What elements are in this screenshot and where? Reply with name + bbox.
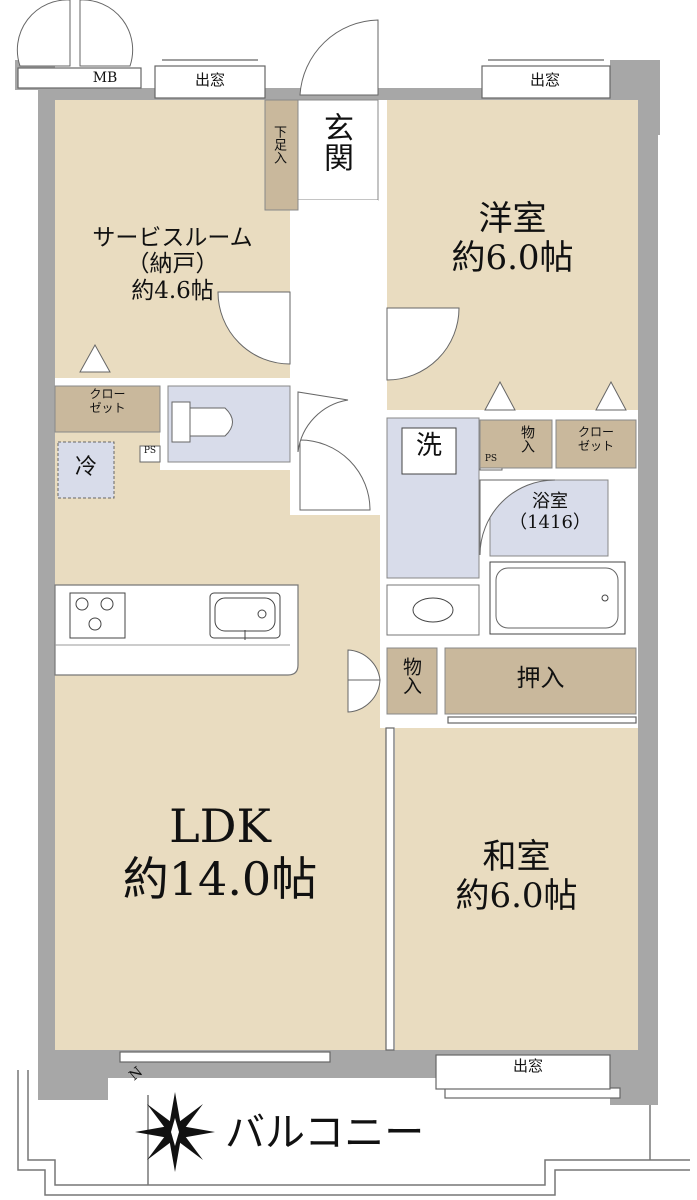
doors xyxy=(217,19,556,713)
washer-space xyxy=(401,427,457,475)
mb-door-left xyxy=(16,0,71,67)
service-room-size: 約4.6帖 xyxy=(131,277,214,304)
closet-right-label-2: ゼット xyxy=(577,438,614,453)
corner-wall-bl xyxy=(38,1050,108,1100)
kitchen-sink xyxy=(209,592,281,640)
shoe-storage-label: 下足入 xyxy=(271,125,286,164)
balcony xyxy=(17,1070,690,1196)
balcony-label: バルコニー xyxy=(225,1110,425,1156)
refrigerator-space xyxy=(57,441,115,499)
storage-right-top xyxy=(479,419,553,469)
entrance-floor xyxy=(297,99,379,201)
western-room-label: 洋室 約6.0帖 xyxy=(387,199,638,279)
service-room-label: サービスルーム （納戸） 約4.6帖 xyxy=(55,225,290,304)
mb-door-right xyxy=(79,0,134,67)
bay-windows xyxy=(17,59,611,1090)
closet-right-label-1: クロー xyxy=(577,425,614,439)
storage-top-label: 物入 xyxy=(519,425,535,453)
mb-label: MB xyxy=(92,70,118,86)
japanese-room-name: 和室 xyxy=(482,837,551,877)
ps-left-label: PS xyxy=(143,446,157,456)
ldk-size: 約14.0帖 xyxy=(122,851,318,906)
storage-mid-label: 物入 xyxy=(400,657,422,695)
western-room-name: 洋室 xyxy=(478,199,547,239)
bay-window-right-label: 出窓 xyxy=(529,71,560,89)
shoe-storage xyxy=(264,99,299,211)
service-room-subname: （納戸） xyxy=(126,251,219,278)
japanese-room-label: 和室 約6.0帖 xyxy=(395,837,638,917)
ps-right-label: PS xyxy=(484,454,498,464)
refrigerator-label: 冷 xyxy=(74,455,97,480)
closet-left-label: クロー ゼット xyxy=(55,387,160,416)
oshiire-label: 押入 xyxy=(516,664,565,692)
service-room-name: サービスルーム xyxy=(92,225,253,251)
ldk-label: LDK 約14.0帖 xyxy=(55,800,385,906)
closet-left-label-1: クロー xyxy=(89,387,126,401)
japanese-room-size: 約6.0帖 xyxy=(455,876,578,917)
bathroom-size: （1416） xyxy=(509,511,591,533)
japanese-room-floor xyxy=(395,728,638,1050)
bay-window-left-label: 出窓 xyxy=(194,71,225,89)
western-room-size: 約6.0帖 xyxy=(451,238,574,279)
bathroom-label: 浴室 （1416） xyxy=(495,491,605,533)
bathroom-name: 浴室 xyxy=(532,491,568,512)
storage-mid xyxy=(386,647,438,715)
closet-right xyxy=(555,419,637,469)
gas-stove xyxy=(69,592,126,639)
partitions xyxy=(119,716,637,1099)
ps-left-box xyxy=(139,445,161,463)
washer-label: 洗 xyxy=(415,431,442,461)
entrance-label: 玄関 xyxy=(318,112,353,172)
toilet-tank xyxy=(171,401,191,443)
ldk-name: LDK xyxy=(169,799,271,853)
compass-icon xyxy=(135,1092,215,1172)
ldk-floor xyxy=(55,410,390,1050)
toilet-bowl xyxy=(189,407,233,437)
oshiire xyxy=(444,647,637,715)
closet-right-label: クロー ゼット xyxy=(556,425,636,454)
bay-window-bottom-label: 出窓 xyxy=(512,1057,543,1075)
closet-left xyxy=(54,385,161,433)
closet-left-label-2: ゼット xyxy=(89,400,126,415)
